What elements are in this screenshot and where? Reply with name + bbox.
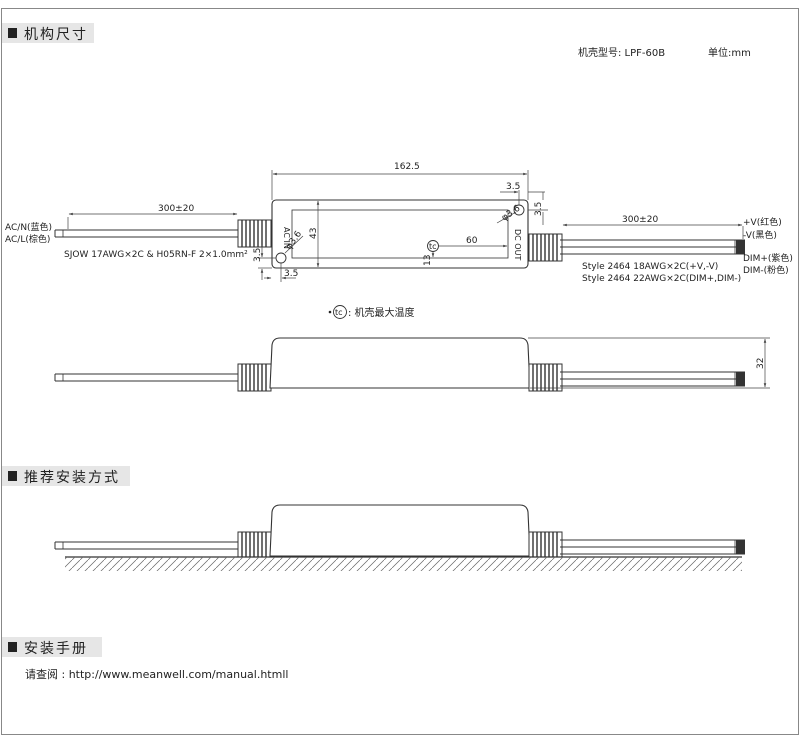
psu-body-top xyxy=(271,199,529,269)
left-strain-relief xyxy=(237,219,272,248)
section-header-installation: 推荐安装方式 xyxy=(2,466,130,486)
wire-label-ac-n: AC/N(蓝色) xyxy=(5,221,52,233)
outer-border xyxy=(1,8,799,735)
dim-length: 162.5 xyxy=(394,162,420,172)
section-square-icon xyxy=(8,642,17,652)
right-cable-spec-2: Style 2464 22AWG×2C(DIM+,DIM-) xyxy=(582,274,741,284)
top-view: 162.5 3.5 3.5 φ3.6 43 φ3.6 3.5 3.5 xyxy=(5,162,793,284)
side-view: 32 xyxy=(54,337,770,392)
dim-tc-offset-h: 60 xyxy=(466,236,478,246)
dim-wire-left: 300±20 xyxy=(158,204,194,214)
model-label: 机壳型号: LPF-60B xyxy=(578,46,665,59)
section-title-manual: 安装手册 xyxy=(24,641,88,657)
ac-in-label: AC IN xyxy=(282,227,291,249)
wire-label-dim-plus: DIM+(紫色) xyxy=(743,252,793,264)
dim-thickness: 32 xyxy=(756,358,766,369)
dim-hole-offset-v: 3.5 xyxy=(534,202,544,216)
tc-point-icon xyxy=(427,240,439,252)
section-square-icon xyxy=(8,471,17,481)
installation-view xyxy=(54,504,745,571)
section-square-icon xyxy=(8,28,17,38)
right-cable-spec-1: Style 2464 18AWG×2C(+V,-V) xyxy=(582,262,718,272)
tc-symbol-top: tc xyxy=(429,242,437,251)
tc-note-icon xyxy=(333,305,347,319)
left-cable-spec: SJOW 17AWG×2C & H05RN-F 2×1.0mm² xyxy=(64,250,248,260)
wire-label-ac-l: AC/L(棕色) xyxy=(5,233,50,245)
dim-wire-right: 300±20 xyxy=(622,215,658,225)
psu-body-side xyxy=(269,337,531,389)
section-title-dimensions: 机构尺寸 xyxy=(24,27,88,43)
wire-label-minus-v: -V(黑色) xyxy=(743,229,777,241)
dim-left-bottom-h: 3.5 xyxy=(284,269,298,279)
dc-out-label: DC OUT xyxy=(513,229,522,260)
tc-note-text: : 机壳最大温度 xyxy=(348,306,415,319)
mounting-surface-hatch xyxy=(65,557,742,571)
section-header-manual: 安装手册 xyxy=(2,637,102,657)
right-strain-relief xyxy=(528,233,563,262)
dim-left-bottom-v: 3.5 xyxy=(253,248,263,262)
manual-link[interactable]: 请查阅 : http://www.meanwell.com/manual.htm… xyxy=(25,667,288,681)
psu-body-installed xyxy=(269,504,531,557)
wire-label-dim-minus: DIM-(粉色) xyxy=(743,264,789,276)
dim-hole-offset-h: 3.5 xyxy=(506,182,520,192)
wire-label-plus-v: +V(红色) xyxy=(743,216,782,228)
unit-label: 单位:mm xyxy=(708,46,751,59)
mount-hole-left xyxy=(275,252,287,264)
tc-symbol-note: tc xyxy=(335,308,343,317)
dim-height: 43 xyxy=(309,228,319,239)
section-title-installation: 推荐安装方式 xyxy=(24,470,120,486)
tc-note: tc : 机壳最大温度 xyxy=(328,305,415,319)
section-header-dimensions: 机构尺寸 xyxy=(2,23,94,43)
dim-tc-offset-v: 13 xyxy=(423,255,433,266)
